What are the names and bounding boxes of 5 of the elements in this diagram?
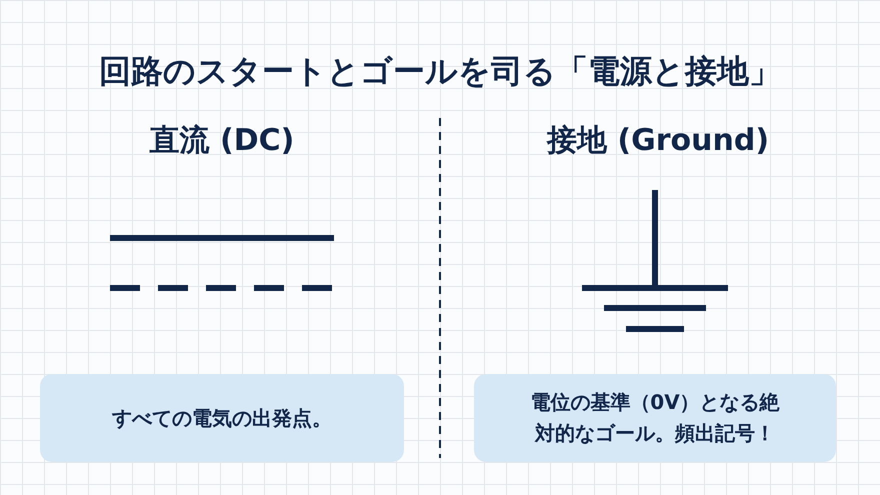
section-heading: 接地 (Ground) [545,122,770,160]
info-card: 電位の基準（0V）となる絶対的なゴール。頻出記号！ [474,374,836,462]
info-card: すべての電気の出発点。 [40,374,404,462]
title: 回路のスタートとゴールを司る「電源と接地」 [98,51,782,92]
section-heading: 直流 (DC) [148,122,296,160]
